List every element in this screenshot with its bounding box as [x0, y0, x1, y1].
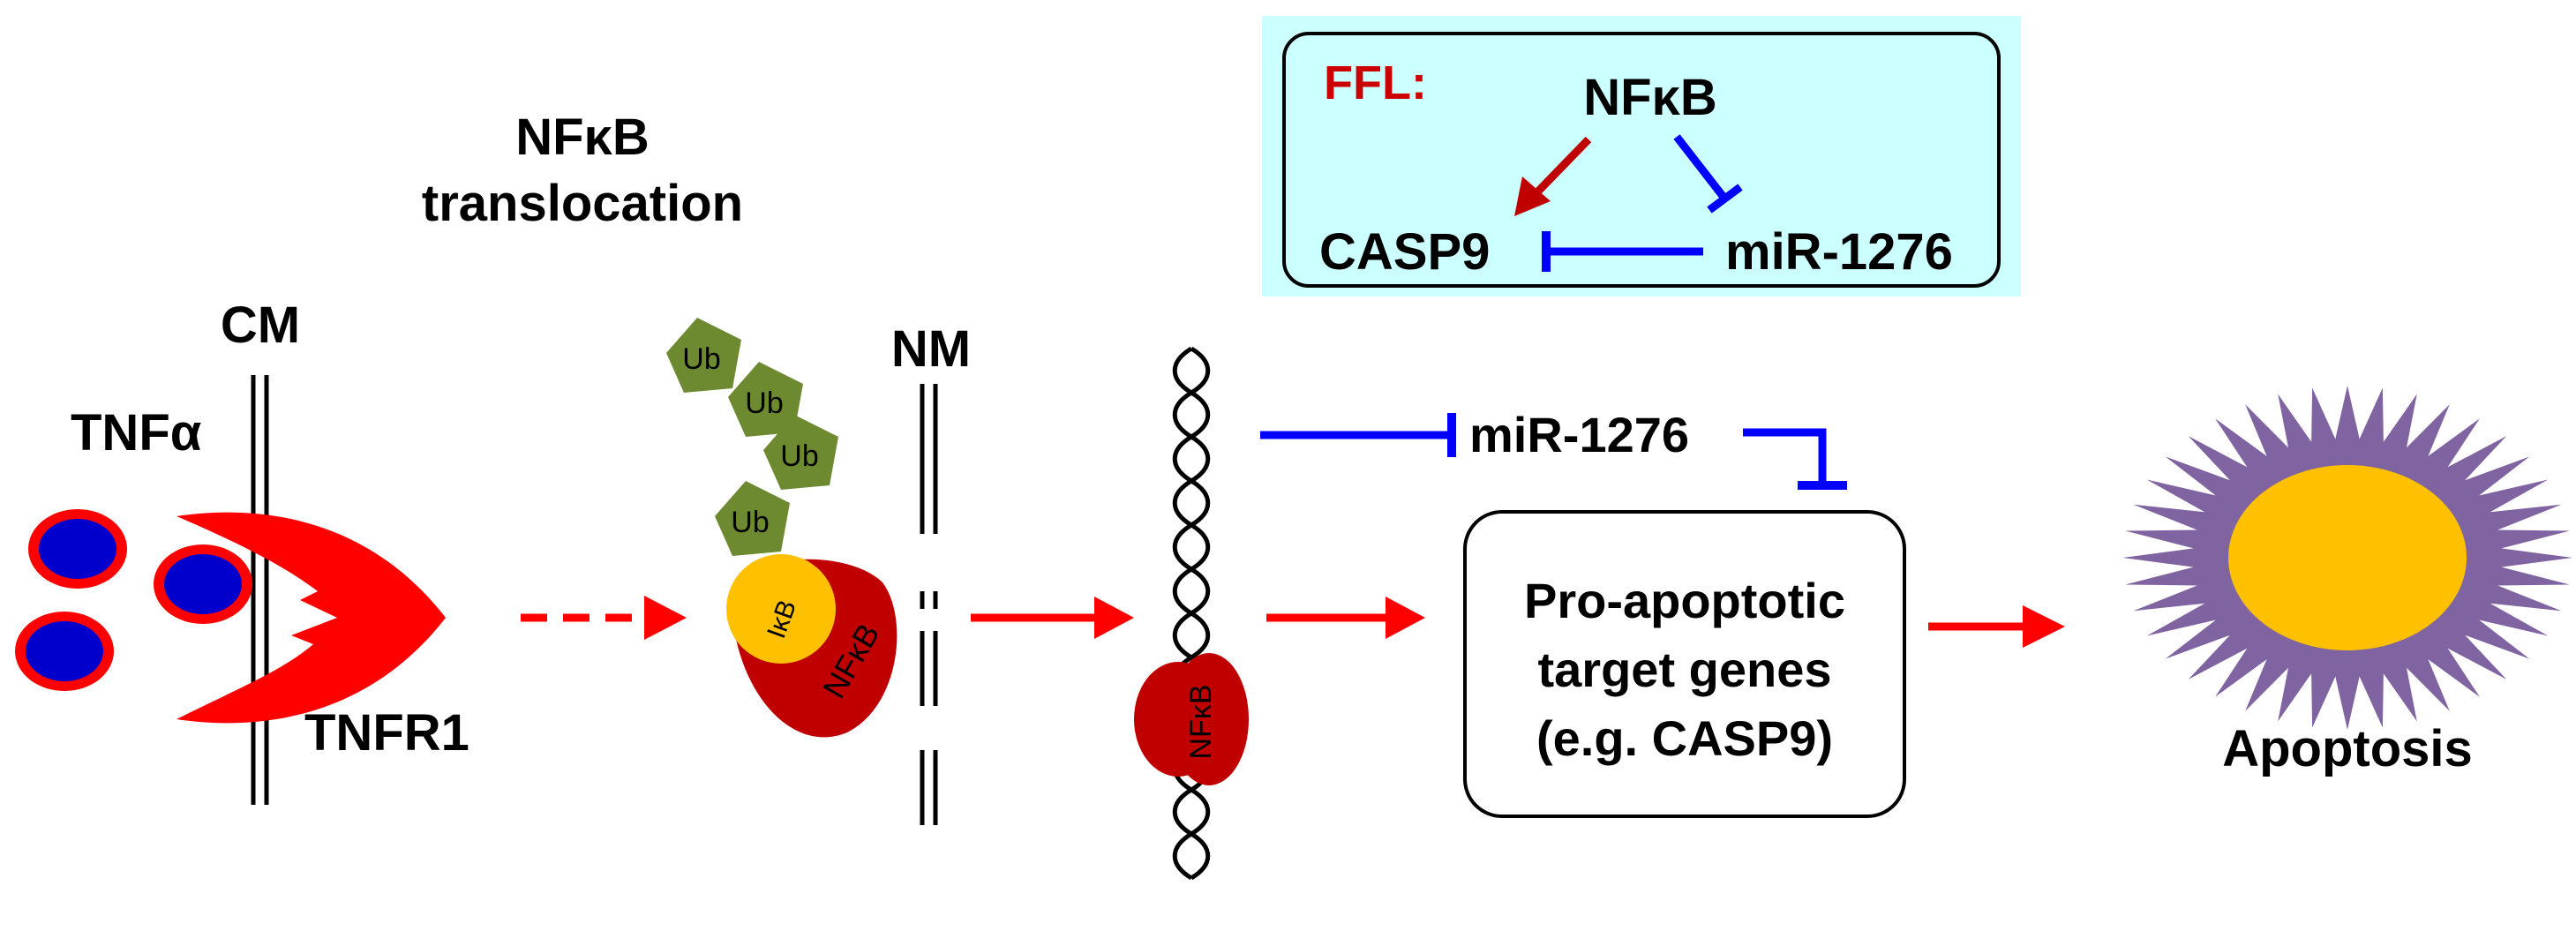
- tnfr1-receptor: [176, 512, 446, 724]
- ikb-subunit: [726, 554, 836, 664]
- cm-label: CM: [221, 297, 300, 354]
- target-genes-line2: target genes: [1538, 642, 1832, 697]
- nfkb-translocation-title-line1: NFκB: [515, 109, 650, 166]
- target-genes-border: [1463, 510, 1906, 818]
- nuclear-membrane: [920, 384, 938, 825]
- tnfr1-label: TNFR1: [304, 704, 469, 762]
- nuclear-entry-arrowhead: [1094, 597, 1134, 639]
- nfkb-dna-label: NFκB: [1184, 685, 1218, 760]
- target-genes-line1: Pro-apoptotic: [1524, 573, 1845, 628]
- apoptosis-label: Apoptosis: [2222, 720, 2473, 777]
- ubiquitin-2: Ub: [728, 362, 803, 437]
- nm-label: NM: [891, 320, 971, 378]
- ub-label: Ub: [745, 387, 783, 420]
- ffl-activation-shaft: [1528, 136, 1592, 202]
- ffl-inhibition-bar-1: [1707, 184, 1743, 214]
- ffl-inhibition-nfkb-mir: [1673, 134, 1726, 199]
- target-genes-box: Pro-apoptotic target genes (e.g. CASP9): [1463, 510, 1906, 818]
- ubiquitin-4: Ub: [715, 481, 790, 556]
- target-genes-line3: (e.g. CASP9): [1536, 710, 1833, 766]
- ffl-border: [1282, 32, 2001, 288]
- tnfa-molecule: [28, 509, 127, 589]
- dna-helix: [1172, 346, 1211, 881]
- tnfa-label: TNFα: [71, 404, 202, 462]
- ffl-title: FFL:: [1324, 56, 1427, 109]
- ffl-nfkb-label: NFκB: [1583, 69, 1717, 126]
- ffl-mir-label: miR-1276: [1725, 223, 1953, 281]
- apoptosis-burst: [2122, 386, 2572, 730]
- apoptosis-burst-core: [2228, 465, 2467, 650]
- translocation-dashed-arrowhead: [644, 596, 687, 640]
- ubiquitin-chain: Ub Ub Ub Ub: [666, 318, 838, 556]
- tnfa-molecules: [15, 509, 252, 691]
- cell-membrane: [251, 375, 269, 805]
- inhibition-mir-target: [1743, 428, 1827, 484]
- tnfa-molecule: [15, 612, 114, 691]
- nfkb-dna-subunit-right: [1169, 653, 1249, 785]
- ub-label: Ub: [731, 506, 769, 539]
- ubiquitin-1: Ub: [666, 318, 741, 393]
- ub-label: Ub: [780, 439, 818, 473]
- tnfa-molecule: [154, 544, 252, 624]
- ubiquitin-3: Ub: [763, 415, 838, 490]
- apoptosis-arrowhead: [2023, 605, 2065, 648]
- transcription-arrowhead: [1386, 597, 1425, 639]
- ffl-activation-arrowhead: [1514, 176, 1551, 216]
- nfkb-translocation-title-line2: translocation: [422, 175, 743, 232]
- ub-label: Ub: [682, 342, 720, 376]
- mir-1276-label: miR-1276: [1469, 407, 1689, 462]
- nfkb-dna-bound: NFκB: [1134, 653, 1249, 785]
- ffl-box: FFL: NFκB CASP9 miR-1276: [1262, 16, 2021, 297]
- ffl-casp9-label: CASP9: [1319, 223, 1490, 281]
- ikb-nfkb-complex: IκB NFκB: [726, 554, 897, 738]
